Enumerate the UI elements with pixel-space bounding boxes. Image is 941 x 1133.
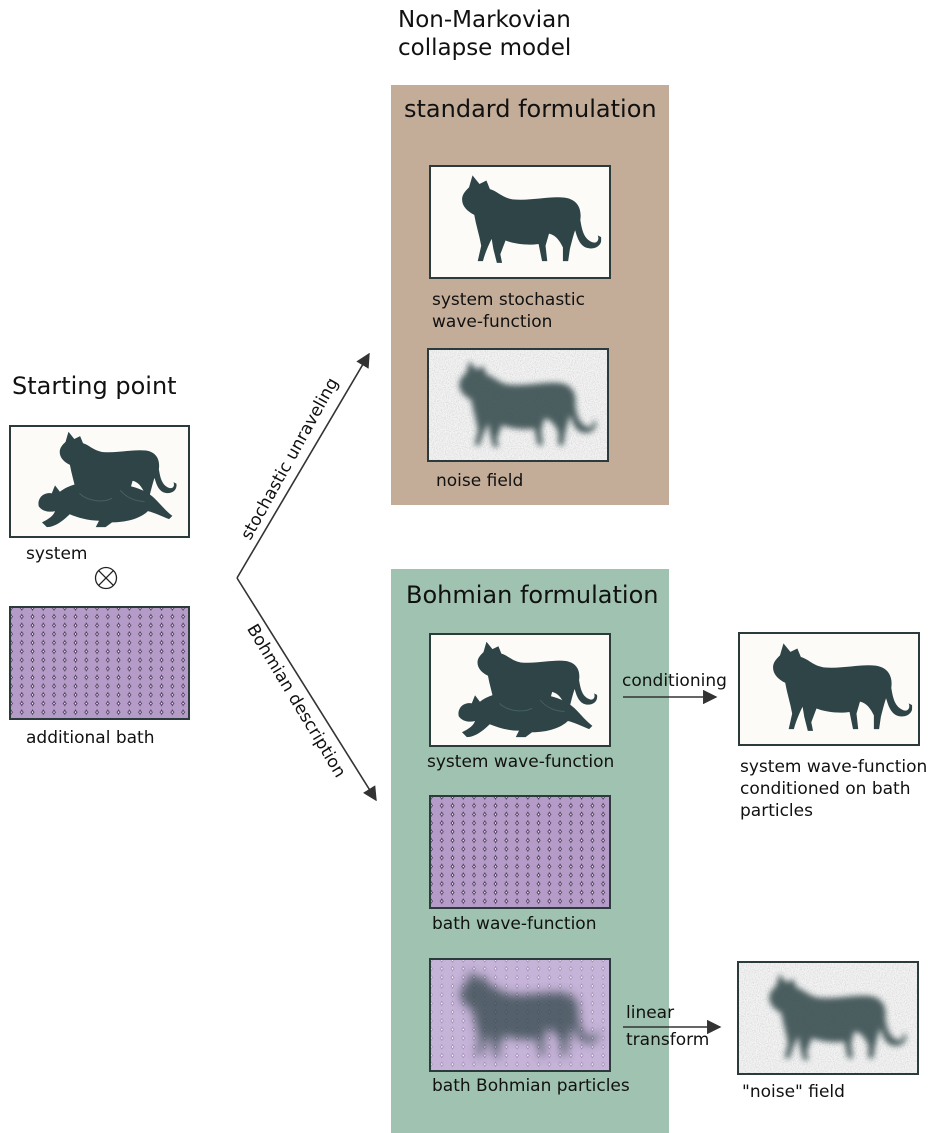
lattice-icon <box>431 797 609 907</box>
starting-point-heading: Starting point <box>12 372 177 400</box>
diagram-title: Non-Markovian collapse model <box>398 7 572 61</box>
output-noise-field-image <box>737 961 919 1075</box>
bath-image <box>9 606 190 720</box>
stochastic-wavefunction-image <box>429 165 611 279</box>
noise-field-label: noise field <box>436 471 524 491</box>
sleeping-cat-icon <box>457 691 593 738</box>
conditioned-wavefunction-image <box>738 632 920 746</box>
cat-icon <box>773 643 913 731</box>
bohmian-particles-label: bath Bohmian particles <box>432 1076 630 1096</box>
system-image <box>9 425 190 538</box>
stochastic-wavefunction-label: system stochastic wave-function <box>432 290 585 332</box>
system-label: system <box>26 544 88 564</box>
system-wavefunction-image <box>429 633 611 747</box>
tensor-product-icon <box>94 566 118 590</box>
bath-label: additional bath <box>26 728 155 748</box>
bohmian-formulation-heading: Bohmian formulation <box>406 581 659 609</box>
standard-formulation-heading: standard formulation <box>404 95 657 123</box>
cat-icon <box>462 175 602 263</box>
linear-transform-label: linear transform <box>626 1003 710 1050</box>
noise-field-image <box>427 348 609 462</box>
lower-branch-arrow <box>236 577 377 802</box>
output-noise-field-label: "noise" field <box>742 1082 845 1102</box>
conditioning-label: conditioning <box>622 671 727 691</box>
bath-wavefunction-label: bath wave-function <box>432 914 597 934</box>
sleeping-cat-icon <box>37 481 173 528</box>
upper-branch-arrow <box>236 352 370 579</box>
bath-wavefunction-image <box>429 795 611 909</box>
lattice-icon <box>11 608 188 718</box>
conditioned-wavefunction-label: system wave-function conditioned on bath… <box>740 757 928 821</box>
system-wavefunction-label: system wave-function <box>427 752 615 772</box>
bohmian-particles-image <box>429 958 611 1072</box>
